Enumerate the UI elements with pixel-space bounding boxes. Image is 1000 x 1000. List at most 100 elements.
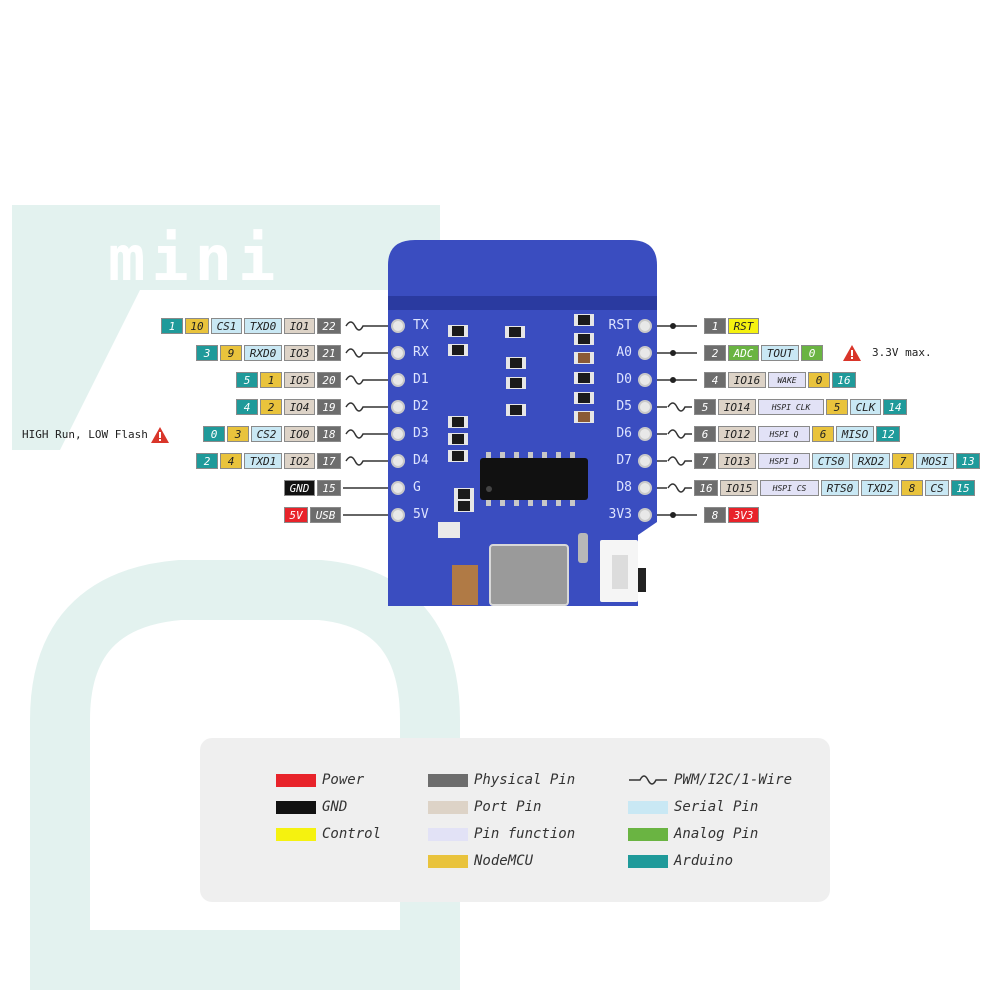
pin-tag-nodemcu: 1 — [260, 372, 282, 388]
board-pin-label-rx: RX — [413, 345, 429, 360]
legend-label: Pin function — [474, 826, 576, 842]
pin-tag-physical: 21 — [317, 345, 341, 361]
pin-tag-serial: CLK — [850, 399, 881, 415]
pin-tag-physical: 20 — [317, 372, 341, 388]
pwm-wave-icon — [345, 375, 370, 385]
pwm-wave-icon — [667, 429, 692, 439]
pin-tag-port: IO12 — [718, 426, 756, 442]
pin-dot — [670, 512, 676, 518]
board-pin-label-tx: TX — [413, 318, 429, 333]
pin-pad — [391, 427, 405, 441]
pin-pad — [391, 346, 405, 360]
pin-tag-arduino: 13 — [956, 453, 980, 469]
legend-swatch — [428, 774, 468, 787]
legend-label: Control — [322, 826, 382, 842]
connector-line — [657, 433, 667, 435]
legend-swatch — [276, 828, 316, 841]
pin-dot — [670, 350, 676, 356]
pin-tag-serial: CS2 — [251, 426, 282, 442]
pin-tag-physical: 2 — [704, 345, 726, 361]
pin-tag-function: HSPI Q — [758, 426, 810, 442]
board-pin-label-d4: D4 — [413, 453, 429, 468]
pin-tag-arduino: 0 — [203, 426, 225, 442]
pwm-wave-icon — [667, 483, 692, 493]
pin-tag-function: HSPI D — [758, 453, 810, 469]
pin-tag-serial: TXD2 — [861, 480, 899, 496]
pin-tag-power: 3V3 — [728, 507, 759, 523]
pin-dot — [670, 377, 676, 383]
legend-label: Physical Pin — [474, 772, 576, 788]
connector-line — [370, 433, 388, 435]
legend-swatch — [428, 855, 468, 868]
pwm-wave-icon — [345, 321, 370, 331]
legend-swatch — [628, 855, 668, 868]
pin-tag-arduino: 12 — [876, 426, 900, 442]
legend-label: Analog Pin — [674, 826, 759, 842]
pin-tag-analog: 0 — [801, 345, 823, 361]
pwm-wave-icon — [345, 429, 370, 439]
board-pin-label-d0: D0 — [616, 372, 632, 387]
pin-tag-arduino: 4 — [236, 399, 258, 415]
pwm-wave-icon — [345, 402, 370, 412]
connector-line — [657, 487, 667, 489]
pin-tag-port: IO16 — [728, 372, 766, 388]
pin-tag-physical: 18 — [317, 426, 341, 442]
pin-pad — [391, 481, 405, 495]
legend-label: Arduino — [674, 853, 734, 869]
connector-line — [657, 379, 697, 381]
brand-watermark-text: mini — [108, 222, 282, 295]
warning-icon — [151, 427, 169, 443]
pin-tag-serial: TXD1 — [244, 453, 282, 469]
pin-tag-nodemcu: 4 — [220, 453, 242, 469]
pwm-wave-icon — [345, 456, 370, 466]
board-pin-label-d5: D5 — [616, 399, 632, 414]
pin-tag-physical: 7 — [694, 453, 716, 469]
pin-pad — [391, 373, 405, 387]
high-run-low-flash-note: HIGH Run, LOW Flash — [22, 428, 148, 441]
pin-pad — [391, 508, 405, 522]
connector-line — [657, 406, 667, 408]
connector-line — [657, 352, 697, 354]
pin-dot — [670, 323, 676, 329]
connector-line — [343, 514, 388, 516]
board-pin-label-d7: D7 — [616, 453, 632, 468]
legend-swatch — [628, 828, 668, 841]
pin-tag-serial: MOSI — [916, 453, 954, 469]
pin-tag-serial: CS — [925, 480, 949, 496]
pin-tag-function: HSPI CS — [760, 480, 819, 496]
pin-tag-gnd: GND — [284, 480, 315, 496]
board-pin-label-d6: D6 — [616, 426, 632, 441]
pin-tag-analog: ADC — [728, 345, 759, 361]
board-pin-label-d3: D3 — [413, 426, 429, 441]
pin-tag-serial: MISO — [836, 426, 874, 442]
pin-tag-arduino: 16 — [832, 372, 856, 388]
pin-tag-arduino: 3 — [196, 345, 218, 361]
pin-pad — [638, 481, 652, 495]
board-pin-label-g: G — [413, 480, 421, 495]
pin-tag-arduino: 15 — [951, 480, 975, 496]
pin-tag-port: IO15 — [720, 480, 758, 496]
board-pin-label-rst: RST — [608, 318, 632, 333]
board-pin-label-3v3: 3V3 — [608, 507, 632, 522]
connector-line — [370, 379, 388, 381]
pin-tag-arduino: 2 — [196, 453, 218, 469]
pin-tag-physical: 5 — [694, 399, 716, 415]
pin-tag-port: IO3 — [284, 345, 315, 361]
pin-tag-port: IO2 — [284, 453, 315, 469]
legend-swatch — [628, 801, 668, 814]
legend-label: NodeMCU — [474, 853, 534, 869]
legend-swatch — [276, 774, 316, 787]
pin-tag-function: HSPI CLK — [758, 399, 824, 415]
legend-label: PWM/I2C/1-Wire — [674, 772, 793, 788]
board-pin-label-d2: D2 — [413, 399, 429, 414]
pin-tag-serial: RXD0 — [244, 345, 282, 361]
pin-tag-port: IO5 — [284, 372, 315, 388]
pin-tag-physical: 6 — [694, 426, 716, 442]
pin-tag-physical: 16 — [694, 480, 718, 496]
pin-pad — [638, 319, 652, 333]
pin-tag-serial: TXD0 — [244, 318, 282, 334]
connector-line — [370, 406, 388, 408]
